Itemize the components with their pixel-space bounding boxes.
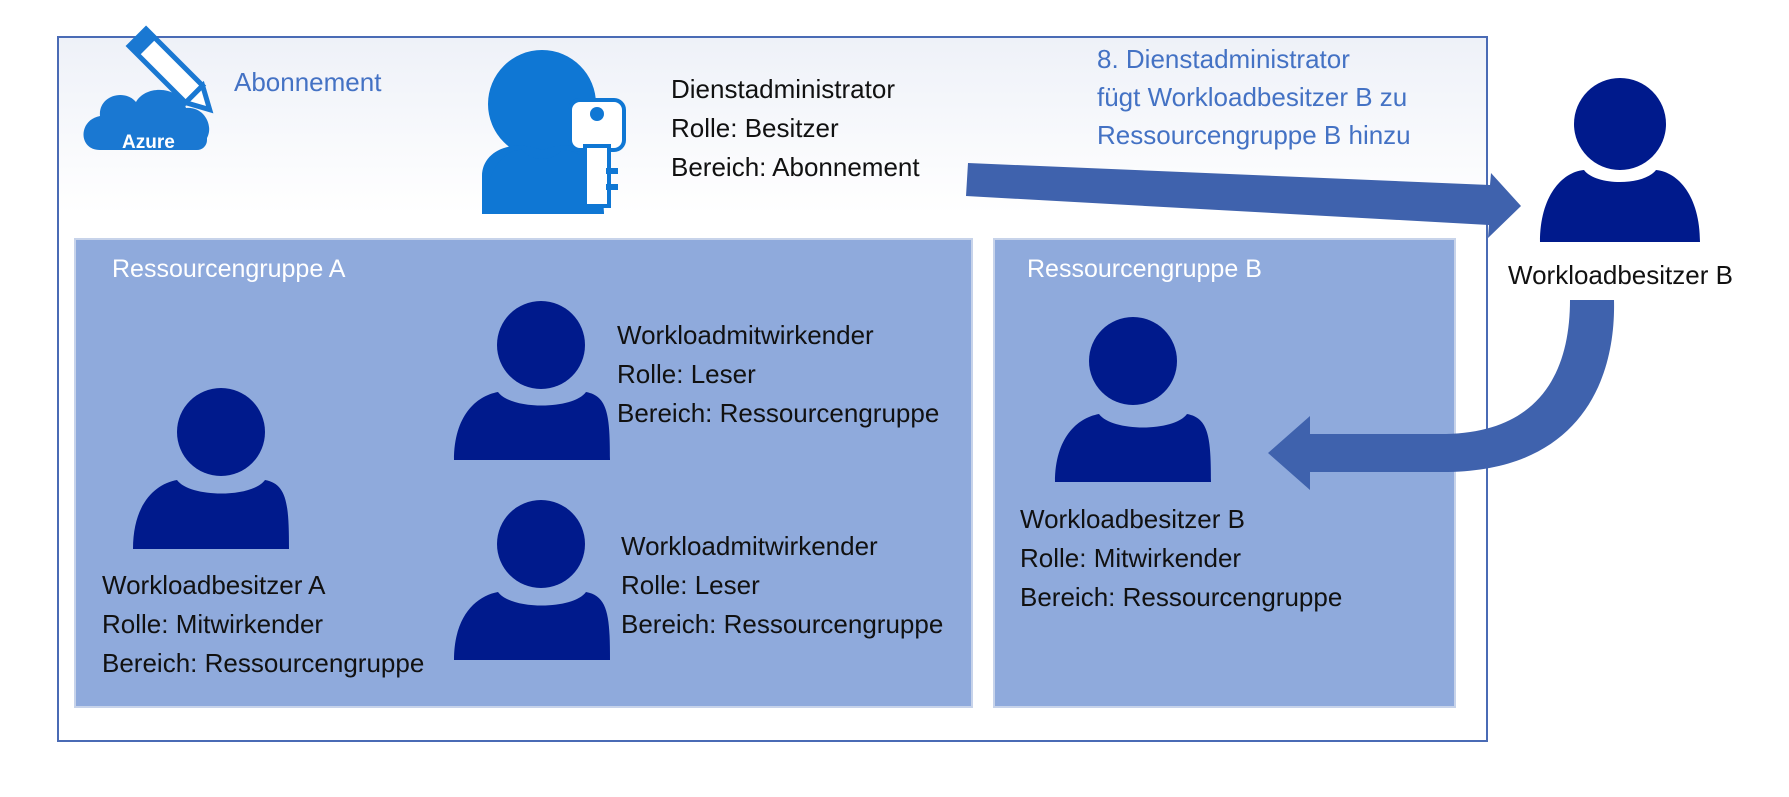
- workload-owner-b-role: Rolle: Mitwirkender: [1020, 543, 1242, 573]
- workload-owner-a-role: Rolle: Mitwirkender: [102, 609, 324, 639]
- workload-contributor-2-role: Rolle: Leser: [621, 570, 760, 600]
- workload-owner-a-name: Workloadbesitzer A: [102, 570, 326, 600]
- service-admin-name: Dienstadministrator: [671, 74, 895, 104]
- workload-contributor-2-details: Workloadmitwirkender Rolle: Leser Bereic…: [621, 527, 943, 644]
- workload-owner-b-scope: Bereich: Ressourcengruppe: [1020, 582, 1343, 612]
- assign-arrow-right: [966, 163, 1521, 238]
- workload-owner-b-outside-name: Workloadbesitzer B: [1508, 260, 1733, 290]
- workload-owner-b-name: Workloadbesitzer B: [1020, 504, 1245, 534]
- step-annotation-line-1: 8. Dienstadministrator: [1097, 44, 1350, 74]
- service-admin-details: Dienstadministrator Rolle: Besitzer Bere…: [671, 70, 920, 187]
- resource-group-a-title: Ressourcengruppe A: [112, 255, 346, 283]
- workload-owner-b-outside-person-icon: [1540, 78, 1700, 242]
- azure-cloud-icon: Azure: [83, 25, 214, 153]
- step-annotation-line-2: fügt Workloadbesitzer B zu: [1097, 82, 1408, 112]
- azure-logo-text: Azure: [122, 132, 175, 153]
- workload-owner-b-details: Workloadbesitzer B Rolle: Mitwirkender B…: [1020, 500, 1342, 617]
- resource-group-b-title: Ressourcengruppe B: [1027, 255, 1262, 283]
- workload-owner-a-details: Workloadbesitzer A Rolle: Mitwirkender B…: [102, 566, 424, 683]
- service-admin-scope: Bereich: Abonnement: [671, 152, 920, 182]
- assign-arrow-curved: [1268, 300, 1615, 490]
- service-admin-role: Rolle: Besitzer: [671, 113, 839, 143]
- workload-owner-a-person-icon: [133, 388, 289, 549]
- workload-contributor-1-role: Rolle: Leser: [617, 359, 756, 389]
- workload-contributor-2-person-icon: [454, 500, 610, 660]
- workload-contributor-2-scope: Bereich: Ressourcengruppe: [621, 609, 944, 639]
- workload-contributor-1-name: Workloadmitwirkender: [617, 320, 874, 350]
- workload-contributor-1-person-icon: [454, 301, 610, 460]
- workload-contributor-1-scope: Bereich: Ressourcengruppe: [617, 398, 940, 428]
- subscription-label: Abonnement: [234, 67, 382, 97]
- workload-owner-b-person-icon: [1055, 317, 1211, 482]
- key-icon: [568, 98, 626, 208]
- workload-contributor-1-details: Workloadmitwirkender Rolle: Leser Bereic…: [617, 316, 939, 433]
- step-annotation: 8. Dienstadministrator fügt Workloadbesi…: [1097, 40, 1411, 154]
- workload-owner-a-scope: Bereich: Ressourcengruppe: [102, 648, 425, 678]
- workload-contributor-2-name: Workloadmitwirkender: [621, 531, 878, 561]
- step-annotation-line-3: Ressourcengruppe B hinzu: [1097, 120, 1411, 150]
